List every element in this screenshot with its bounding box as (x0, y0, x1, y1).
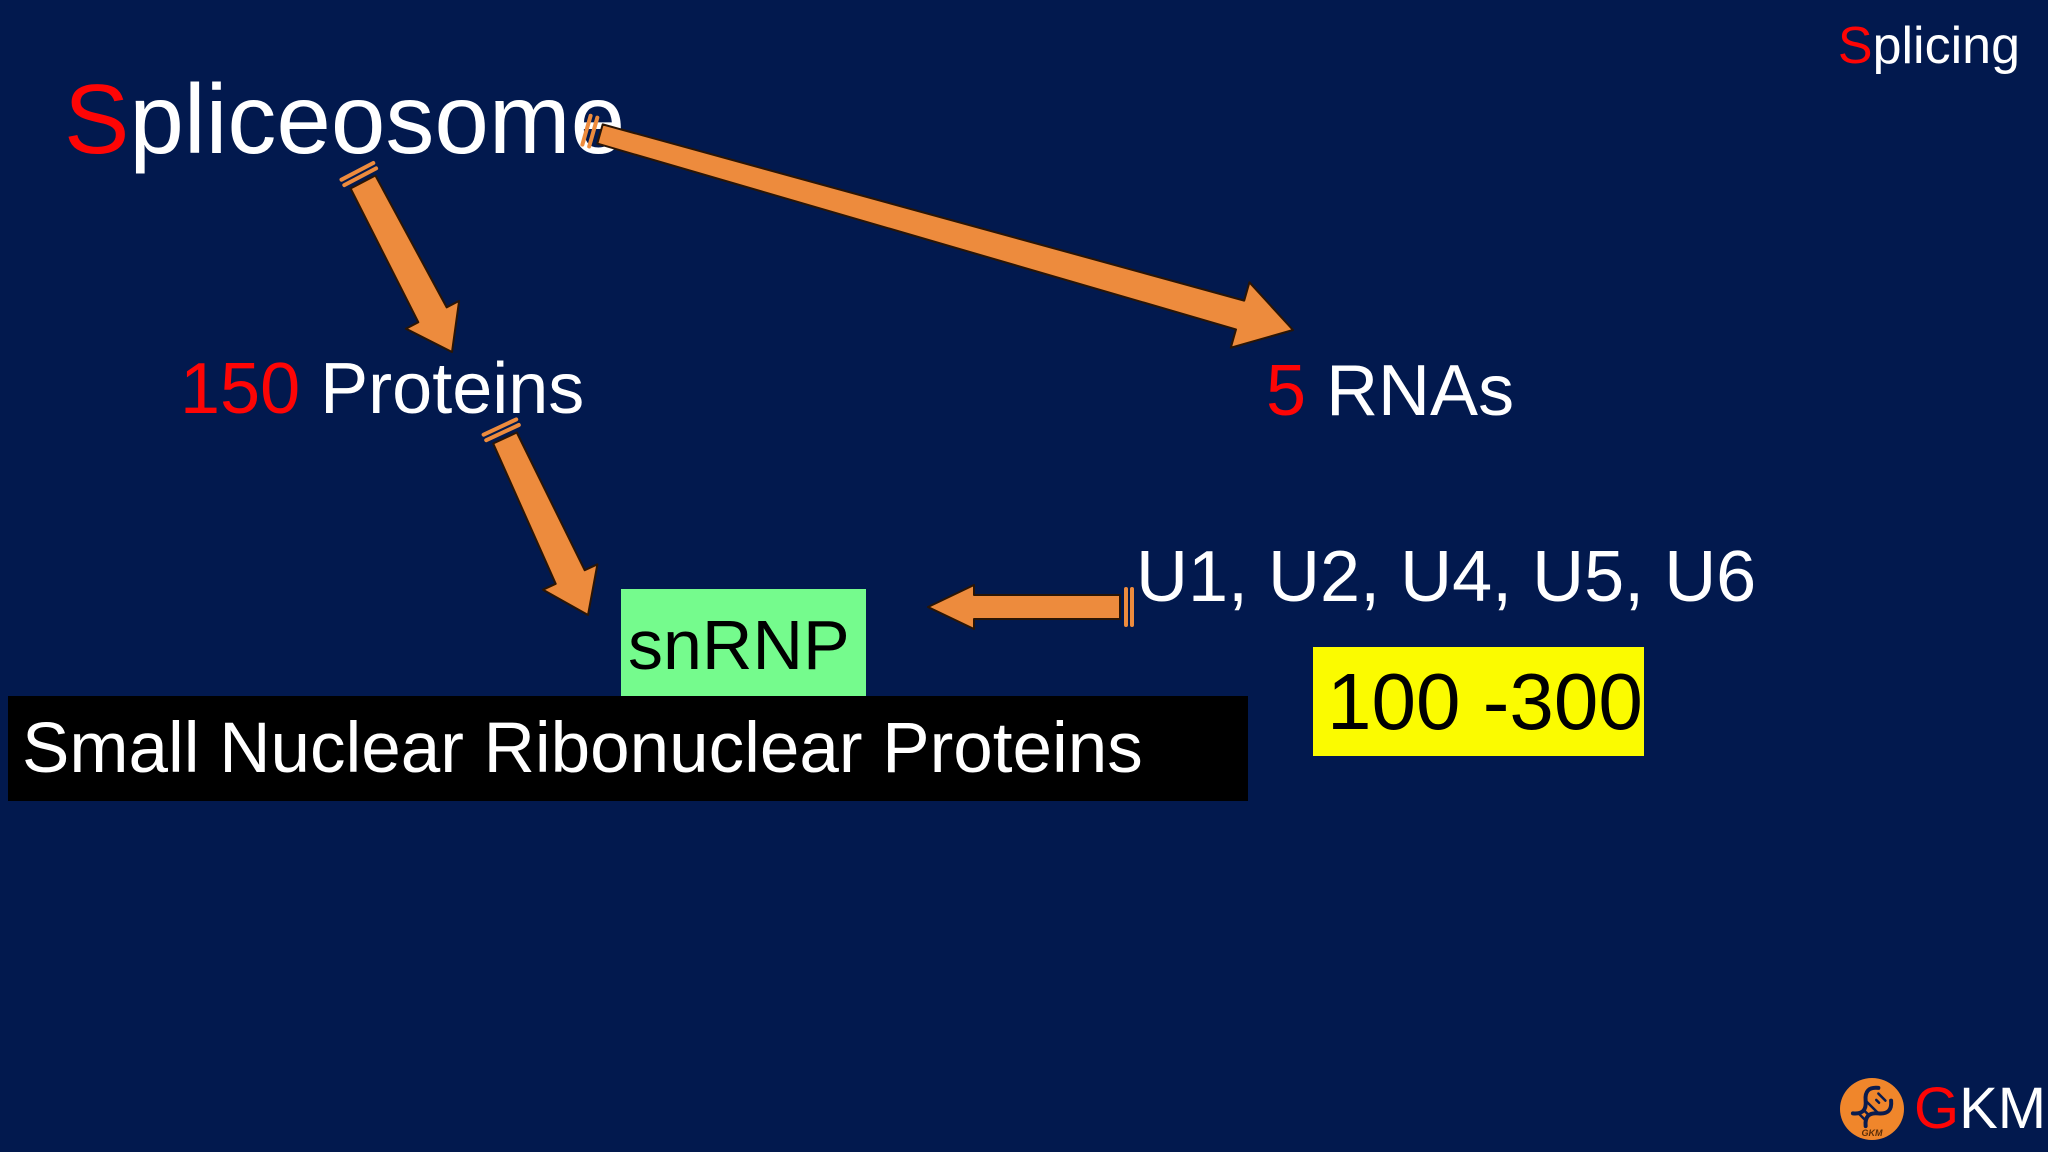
proteins-node: 150 Proteins (180, 348, 584, 431)
arrow-proteins-to-snrnp-icon (492, 431, 599, 616)
arrow-title-to-rnas-icon (596, 123, 1294, 349)
proteins-label: Proteins (320, 349, 585, 429)
page-title: Spliceosome (64, 58, 625, 181)
gkm-logo-circle: GKM (1840, 1078, 1904, 1140)
dna-helix-icon (1850, 1085, 1894, 1129)
gkm-wordmark-accent-letter: G (1914, 1076, 1960, 1141)
snrnp-label: snRNP (628, 605, 850, 684)
gkm-wordmark-rest: KM (1959, 1076, 2047, 1141)
rnas-node: 5 RNAs (1266, 350, 1514, 433)
snrnp-expansion-label: Small Nuclear Ribonuclear Proteins (22, 709, 1143, 788)
arrow-usnrnas-to-snrnp-icon (927, 584, 1121, 630)
corner-label-rest: plicing (1872, 17, 2020, 75)
title-accent-letter: S (64, 64, 130, 174)
rnas-count: 5 (1266, 351, 1307, 431)
snrnp-highlight-box: snRNP (621, 589, 866, 700)
snrnp-expansion-bar: Small Nuclear Ribonuclear Proteins (8, 696, 1248, 801)
copies-range-label: 100 -300 (1327, 656, 1643, 746)
gkm-wordmark: GKM (1914, 1080, 2046, 1138)
slide-corner-label: Splicing (1837, 17, 2020, 75)
copies-range-highlight-box: 100 -300 (1313, 647, 1644, 756)
arrow-title-to-proteins-icon (349, 174, 461, 353)
corner-label-accent-letter: S (1837, 17, 1873, 75)
u-snrnas-list: U1, U2, U4, U5, U6 (1136, 537, 1757, 617)
proteins-count: 150 (180, 349, 301, 429)
rnas-label: RNAs (1326, 351, 1515, 431)
gkm-logo-badge-text: GKM (1861, 1128, 1883, 1138)
gkm-logo: GKM GKM (1840, 1078, 2046, 1140)
title-rest: pliceosome (129, 64, 626, 174)
